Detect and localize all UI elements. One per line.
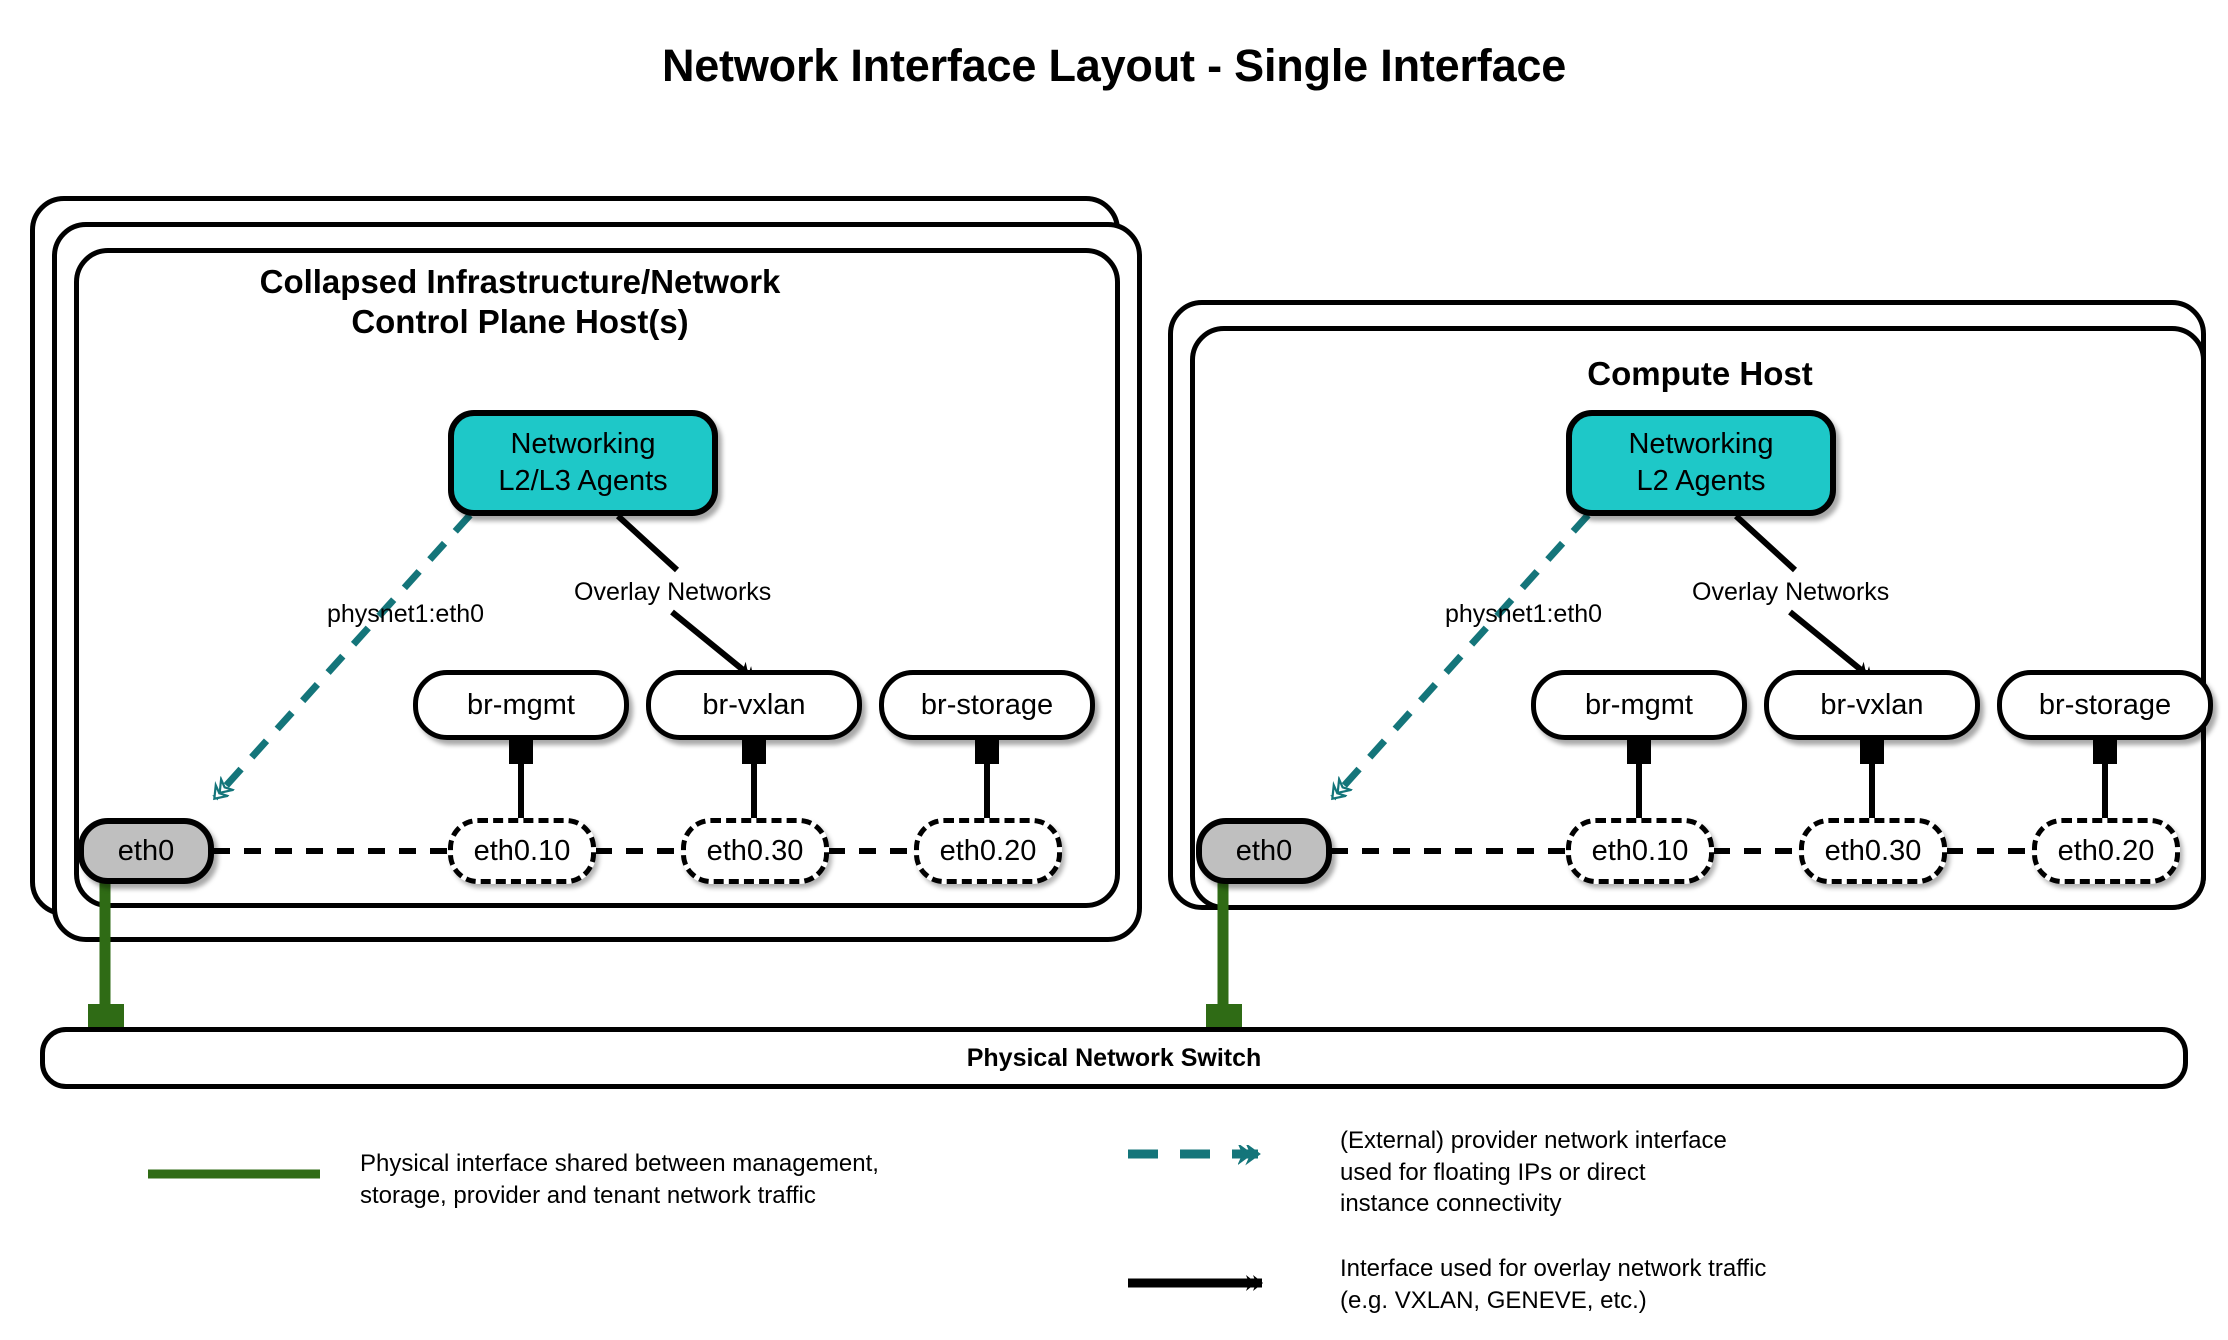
vlan-label: eth0.30: [706, 834, 804, 867]
legend-item-overlay-interface: Interface used for overlay network traff…: [1340, 1255, 1767, 1314]
interface-label: eth0: [117, 834, 175, 867]
control-plane-vlan-eth0-20[interactable]: eth0.20: [914, 818, 1062, 884]
switch-label: Physical Network Switch: [966, 1043, 1262, 1072]
compute-vlan-eth0-20[interactable]: eth0.20: [2032, 818, 2180, 884]
bridge-label: br-mgmt: [467, 688, 575, 721]
bridge-label: br-storage: [920, 688, 1054, 721]
compute-interface-eth0[interactable]: eth0: [1196, 818, 1332, 884]
bridge-label: br-storage: [2038, 688, 2172, 721]
compute-overlay-label: Overlay Networks: [1692, 578, 1890, 606]
control-plane-networking-agents[interactable]: Networking L2/L3 Agents: [448, 410, 718, 516]
vlan-label: eth0.10: [1591, 834, 1689, 867]
control-plane-interface-eth0[interactable]: eth0: [78, 818, 214, 884]
bridge-label: br-mgmt: [1585, 688, 1693, 721]
legend-item-provider-interface: (External) provider network interface us…: [1340, 1127, 1727, 1218]
compute-provider-label: physnet1:eth0: [1445, 600, 1603, 628]
compute-bridge-br-storage[interactable]: br-storage: [1997, 670, 2213, 740]
compute-networking-agents[interactable]: Networking L2 Agents: [1566, 410, 1836, 516]
vlan-label: eth0.30: [1824, 834, 1922, 867]
compute-host-title: Compute Host: [1587, 355, 1813, 392]
control-plane-bridge-br-storage[interactable]: br-storage: [879, 670, 1095, 740]
legend-item-physical-interface: Physical interface shared between manage…: [360, 1150, 879, 1209]
control-plane-provider-label: physnet1:eth0: [327, 600, 485, 628]
bridge-label: br-vxlan: [702, 688, 806, 721]
control-plane-vlan-eth0-30[interactable]: eth0.30: [681, 818, 829, 884]
physical-network-switch[interactable]: Physical Network Switch: [40, 1027, 2188, 1089]
interface-label: eth0: [1235, 834, 1293, 867]
control-plane-bridge-br-vxlan[interactable]: br-vxlan: [646, 670, 862, 740]
agents-line-1: Networking: [1628, 427, 1774, 460]
agents-line-1: Networking: [510, 427, 656, 460]
control-plane-vlan-eth0-10[interactable]: eth0.10: [448, 818, 596, 884]
control-plane-host-title: Collapsed Infrastructure/Network Control…: [259, 263, 781, 341]
compute-bridge-br-mgmt[interactable]: br-mgmt: [1531, 670, 1747, 740]
vlan-label: eth0.20: [2057, 834, 2155, 867]
control-plane-bridge-br-mgmt[interactable]: br-mgmt: [413, 670, 629, 740]
page-title: Network Interface Layout - Single Interf…: [661, 40, 1567, 91]
bridge-label: br-vxlan: [1820, 688, 1924, 721]
vlan-label: eth0.10: [473, 834, 571, 867]
vlan-label: eth0.20: [939, 834, 1037, 867]
control-plane-overlay-label: Overlay Networks: [574, 578, 772, 606]
agents-line-2: L2 Agents: [1636, 465, 1766, 497]
compute-vlan-eth0-30[interactable]: eth0.30: [1799, 818, 1947, 884]
compute-vlan-eth0-10[interactable]: eth0.10: [1566, 818, 1714, 884]
compute-bridge-br-vxlan[interactable]: br-vxlan: [1764, 670, 1980, 740]
agents-line-2: L2/L3 Agents: [498, 465, 668, 497]
